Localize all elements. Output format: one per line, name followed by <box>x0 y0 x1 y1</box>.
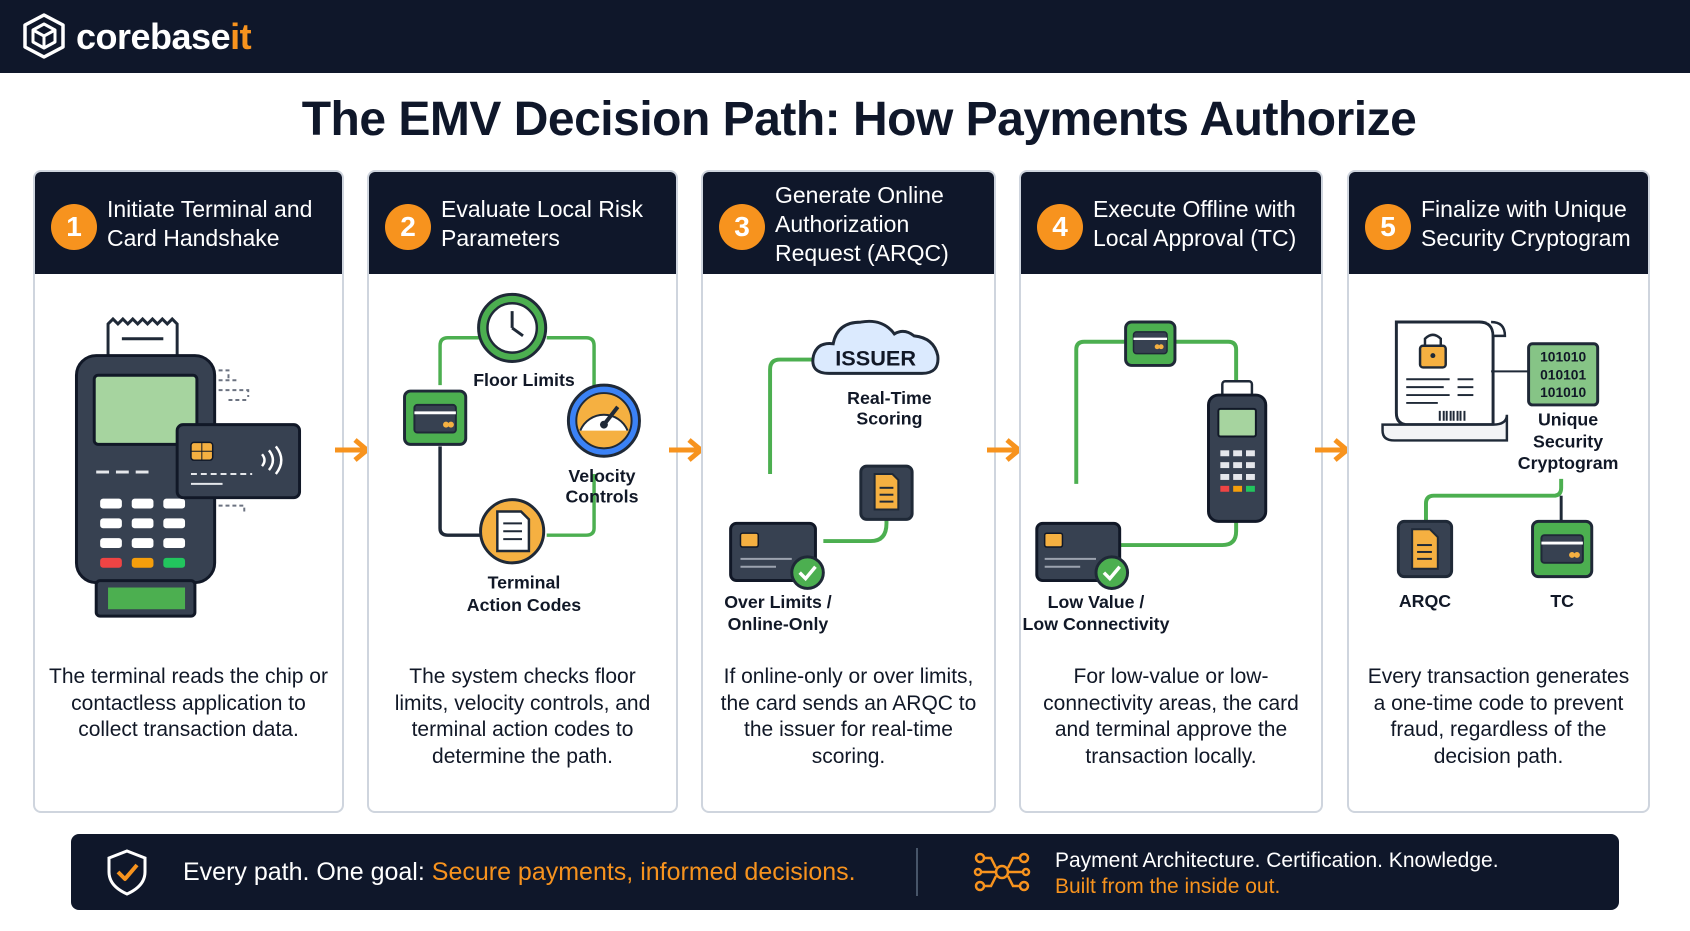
step-number-badge: 4 <box>1037 204 1083 250</box>
cloud-icon <box>811 319 940 375</box>
label-low-value-line1: Low Value / <box>1048 592 1145 612</box>
top-bar: corebaseit <box>0 0 1690 73</box>
step-title: Initiate Terminal and Card Handshake <box>107 196 313 251</box>
footer-tagline: Payment Architecture. Certification. Kno… <box>1055 848 1499 900</box>
step-card-3: 3 Generate Online Authorization Request … <box>701 170 996 813</box>
step-number-badge: 5 <box>1365 204 1411 250</box>
step-description: The terminal reads the chip or contactle… <box>49 665 328 741</box>
receipt-lock-icon <box>1381 320 1509 442</box>
label-usc-line2: Security <box>1533 431 1603 451</box>
step-title: Finalize with Unique Security Cryptogram <box>1421 196 1631 251</box>
footer-message: Every path. One goal: Secure payments, i… <box>183 858 856 886</box>
step-description: The system checks floor limits, velocity… <box>394 665 651 768</box>
binary-line: 101010 <box>1540 384 1586 400</box>
document-icon <box>1396 519 1454 579</box>
label-floor-limits: Floor Limits <box>473 370 575 390</box>
label-low-value-line2: Low Connectivity <box>1023 614 1170 634</box>
document-icon <box>859 464 914 521</box>
footer-banner: Every path. One goal: Secure payments, i… <box>71 834 1619 910</box>
clock-icon <box>477 292 548 363</box>
label-tac-line1: Terminal <box>488 573 561 593</box>
label-tac-line2: Action Codes <box>467 595 582 615</box>
label-tc: TC <box>1550 591 1574 611</box>
label-over-limits-line2: Online-Only <box>728 614 829 634</box>
label-usc-line3: Cryptogram <box>1518 453 1619 473</box>
label-scoring-line1: Real-Time <box>847 388 932 408</box>
payment-terminal-icon <box>1207 380 1268 523</box>
card-icon <box>1124 320 1177 367</box>
footer-tagline-line2: Built from the inside out. <box>1055 875 1281 898</box>
step-illustration: 101010 010101 101010 Unique Security Cry… <box>1381 320 1619 611</box>
shield-check-icon <box>107 849 147 896</box>
card-icon <box>1531 519 1594 579</box>
payment-terminal-icon <box>74 316 217 618</box>
step-card-4: 4 Execute Offline with Local Approval (T… <box>1019 170 1323 813</box>
step-title: Execute Offline with Local Approval (TC) <box>1093 196 1297 251</box>
card-icon <box>403 389 468 446</box>
step-description: For low-value or low-connectivity areas,… <box>1043 665 1299 768</box>
step-header: 1 Initiate Terminal and Card Handshake <box>35 172 342 274</box>
binary-chip-icon: 101010 010101 101010 <box>1527 342 1600 407</box>
contactless-card-icon <box>175 369 302 514</box>
binary-line: 010101 <box>1540 366 1586 382</box>
binary-line: 101010 <box>1540 349 1586 365</box>
step-header: 4 Execute Offline with Local Approval (T… <box>1021 172 1321 274</box>
step-card-1: 1 Initiate Terminal and Card Handshake <box>33 170 344 813</box>
step-header: 3 Generate Online Authorization Request … <box>703 172 994 274</box>
step-number-badge: 3 <box>719 204 765 250</box>
step-illustration <box>74 316 302 618</box>
label-scoring-line2: Scoring <box>856 409 922 429</box>
step-card-2: 2 Evaluate Local Risk Parameters Floor L… <box>367 170 678 813</box>
step-illustration: ISSUER Real-Time Scoring Over Limits / O… <box>724 319 940 634</box>
label-over-limits-line1: Over Limits / <box>724 592 832 612</box>
document-icon <box>479 498 546 565</box>
step-illustration: Floor Limits Velocity Controls Terminal … <box>403 292 641 615</box>
check-icon <box>790 555 825 590</box>
label-issuer: ISSUER <box>835 345 916 370</box>
label-arqc: ARQC <box>1399 591 1451 611</box>
footer-tagline-line1: Payment Architecture. Certification. Kno… <box>1055 849 1499 872</box>
step-description: Every transaction generates a one-time c… <box>1367 665 1630 768</box>
label-velocity-line1: Velocity <box>568 466 635 486</box>
step-number-badge: 2 <box>385 204 431 250</box>
step-title: Evaluate Local Risk Parameters <box>441 196 643 251</box>
label-velocity-line2: Controls <box>565 487 638 507</box>
step-description: If online-only or over limits, the card … <box>720 665 977 768</box>
step-card-5: 5 Finalize with Unique Security Cryptogr… <box>1347 170 1650 813</box>
step-title: Generate Online Authorization Request (A… <box>775 181 949 266</box>
check-icon <box>1094 555 1130 590</box>
label-usc-line1: Unique <box>1538 410 1598 430</box>
step-header: 2 Evaluate Local Risk Parameters <box>369 172 676 274</box>
page-title: The EMV Decision Path: How Payments Auth… <box>301 93 1417 146</box>
step-header: 5 Finalize with Unique Security Cryptogr… <box>1349 172 1648 274</box>
cube-logo-icon <box>23 13 65 59</box>
brand-name: corebaseit <box>76 16 252 57</box>
speedometer-icon <box>566 383 641 458</box>
step-number-badge: 1 <box>51 204 97 250</box>
network-nodes-icon <box>973 852 1031 892</box>
step-illustration: Low Value / Low Connectivity <box>1023 320 1268 634</box>
footer-divider <box>916 848 918 896</box>
